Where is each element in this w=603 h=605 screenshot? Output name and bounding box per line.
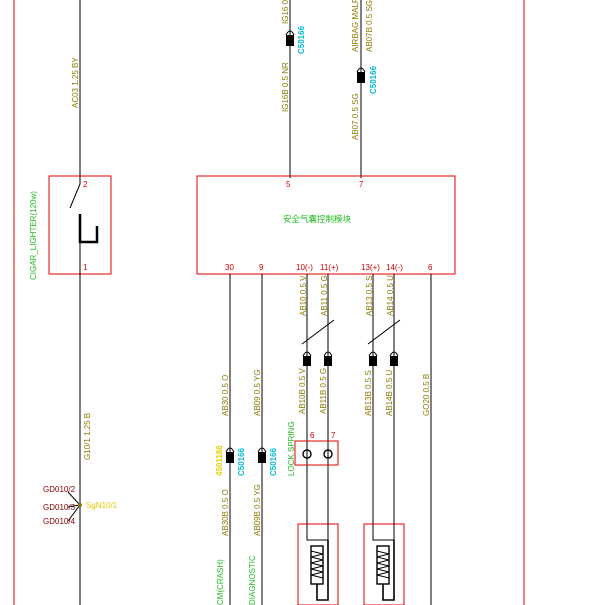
diagnostic-label: DIAGNOSTIC	[248, 555, 257, 605]
label-ab13: AB13 0.5 S	[365, 276, 374, 316]
twist-mark-1	[301, 319, 335, 345]
label-airbag-malf: AIRBAG MALF	[351, 0, 360, 52]
label-ab07b: AB07B 0.5 SG	[365, 0, 374, 52]
splice-dot	[78, 503, 82, 507]
label-ab10b: AB10B 0.5 V	[298, 368, 307, 414]
gd010-3: GD010/3	[43, 503, 76, 512]
label-ab09: AB09 0.5 YG	[253, 369, 262, 416]
squib-2-box	[363, 523, 405, 605]
module-pin-11: 11(+)	[320, 263, 339, 272]
connector-top-2-label: C50166	[369, 65, 378, 94]
module-pin-13: 13(+)	[361, 263, 380, 272]
twist-mark-2	[367, 319, 401, 345]
label-ab11b: AB11B 0.5 G	[319, 368, 328, 414]
lighter-pin-2: 2	[83, 180, 88, 189]
module-pin-14: 14(-)	[386, 263, 403, 272]
connector-top-2	[357, 72, 365, 83]
label-g10: G10/1 1.25 B	[83, 413, 92, 460]
connector-top-1	[286, 35, 294, 46]
label-ab14b: AB14B 0.5 U	[385, 370, 394, 416]
airbag-module-title: 安全气囊控制模块	[283, 214, 352, 224]
label-ab07: AB07 0.5 SG	[351, 93, 360, 140]
gd010-2: GD010/2	[43, 485, 76, 494]
connector-low-1-label: C50166	[237, 447, 246, 476]
connector-low-1	[226, 452, 234, 463]
label-ac03: AC03 1.25 BY	[71, 57, 80, 108]
lighter-pin-1: 1	[83, 263, 88, 272]
label-ab10: AB10 0.5 V	[299, 275, 308, 316]
lock-spring-coil-2	[323, 449, 333, 459]
module-pin-7: 7	[359, 180, 364, 189]
lock-spring-label: LOCK SPRING	[287, 421, 296, 476]
connector-pair-2	[368, 351, 399, 366]
lock-spring-box	[294, 440, 339, 466]
module-pin-10: 10(-)	[296, 263, 313, 272]
crash-label: CM(CRASH)	[216, 559, 225, 605]
gd010-4: GD010/4	[43, 517, 76, 526]
module-pin-5: 5	[286, 180, 291, 189]
label-ig16: IG16 0.5	[281, 0, 290, 24]
connector-low-2	[258, 452, 266, 463]
label-ab09b: AB09B 0.5 YG	[253, 484, 262, 536]
label-go20: GO20 0.5 B	[422, 374, 431, 416]
lighter-switch	[69, 183, 81, 209]
label-ab30: AB30 0.5 O	[221, 375, 230, 416]
connector-low-2-label: C50166	[269, 447, 278, 476]
lock-spring-pin-7: 7	[331, 431, 336, 440]
airbag-module-box	[196, 175, 456, 275]
squib-1-box	[297, 523, 339, 605]
splice-label: SgN10/1	[86, 501, 118, 510]
connector-pair-1	[302, 351, 333, 366]
label-ab13b: AB13B 0.5 S	[364, 370, 373, 416]
label-ab14: AB14 0.5 U	[386, 275, 395, 316]
cigar-lighter-label: CIGAR_LIGHTER(120w)	[29, 191, 38, 280]
label-ig16b: IG16B 0.5 NR	[281, 62, 290, 112]
lock-spring-coil-1	[302, 449, 312, 459]
lock-spring-pin-6: 6	[310, 431, 315, 440]
label-ab11: AB11 0.5 G	[320, 275, 329, 316]
lighter-element	[78, 214, 99, 244]
module-pin-6: 6	[428, 263, 433, 272]
connector-top-1-label: C50166	[297, 25, 306, 54]
module-pin-30: 30	[225, 263, 234, 272]
module-pin-9: 9	[259, 263, 264, 272]
label-ab30b: AB30B 0.5 O	[221, 489, 230, 536]
connector-low-yellow-label: 4501186	[215, 445, 224, 476]
